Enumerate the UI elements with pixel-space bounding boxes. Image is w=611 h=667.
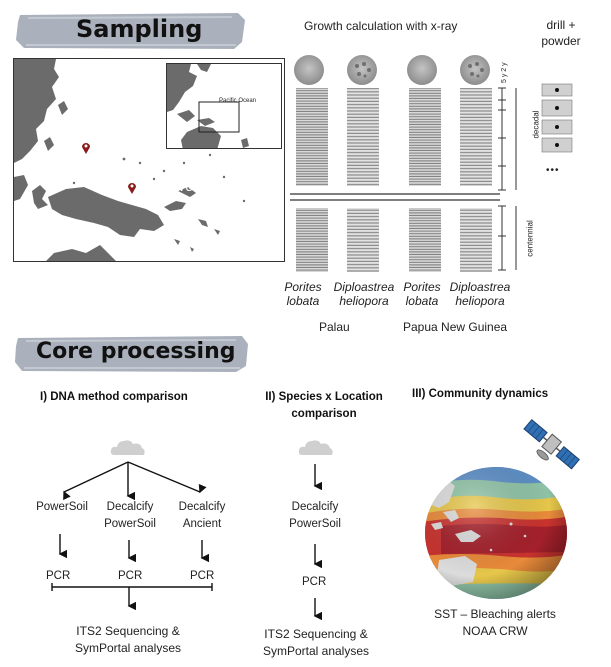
xray-core-slabs: [290, 87, 517, 272]
dna-flow-arrows: [51, 461, 213, 611]
pcr-2: PCR: [118, 570, 143, 582]
map-land: [14, 59, 246, 261]
species-flow-arrows: [313, 464, 322, 620]
sst-globe: [425, 467, 567, 599]
species-result: ITS2 Sequencing & SymPortal analyses: [262, 627, 370, 658]
drill-samples: [541, 83, 573, 153]
centennial-label: centennial: [525, 220, 535, 257]
species-pcr: PCR: [302, 576, 327, 588]
dna-comparison-title: I) DNA method comparison: [40, 391, 188, 403]
sample-powder-icon-2: [298, 440, 333, 455]
pcr-3: PCR: [190, 570, 215, 582]
dna-result: ITS2 Sequencing & SymPortal analyses: [74, 624, 182, 655]
drill-title: drill + powder: [541, 18, 581, 48]
png-pin-icon: [128, 183, 136, 194]
core-processing-title: Core processing: [36, 339, 236, 364]
inset-map-land: [167, 64, 249, 148]
pcr-1: PCR: [46, 570, 71, 582]
png-map-label: Papua New Guinea: [138, 183, 215, 193]
method-powersoil: PowerSoil: [36, 501, 88, 513]
drill-ellipsis: •••: [546, 165, 560, 176]
scale-5y-2y: 5 y 2 y: [501, 62, 508, 83]
palau-map-label: Palau: [92, 143, 115, 153]
sst-caption: SST – Bleaching alerts NOAA CRW: [434, 607, 556, 638]
method-decalcify-powersoil: Decalcify PowerSoil: [104, 501, 156, 530]
species-location-title: II) Species x Location comparison: [265, 391, 383, 420]
sampling-title: Sampling: [76, 15, 203, 43]
inset-map: Pacific Ocean: [166, 63, 282, 149]
satellite-icon: [523, 419, 580, 470]
core-discs: [294, 55, 490, 85]
sample-powder-icon-1: [110, 440, 145, 455]
location-png: Papua New Guinea: [403, 320, 508, 334]
sampling-banner-shape: [16, 13, 245, 49]
method-decalcify-ancient: Decalcify Ancient: [178, 501, 226, 530]
palau-pin-icon: [82, 143, 90, 154]
pacific-ocean-label: Pacific Ocean: [219, 98, 257, 104]
species-method: Decalcify PowerSoil: [289, 501, 341, 530]
community-dynamics-title: III) Community dynamics: [412, 388, 549, 400]
xray-title: Growth calculation with x-ray: [304, 19, 458, 33]
sampling-map: Pacific Ocean Palau Papua New Guinea: [13, 58, 285, 262]
location-palau: Palau: [319, 320, 350, 334]
core-banner-shape: [15, 336, 248, 372]
